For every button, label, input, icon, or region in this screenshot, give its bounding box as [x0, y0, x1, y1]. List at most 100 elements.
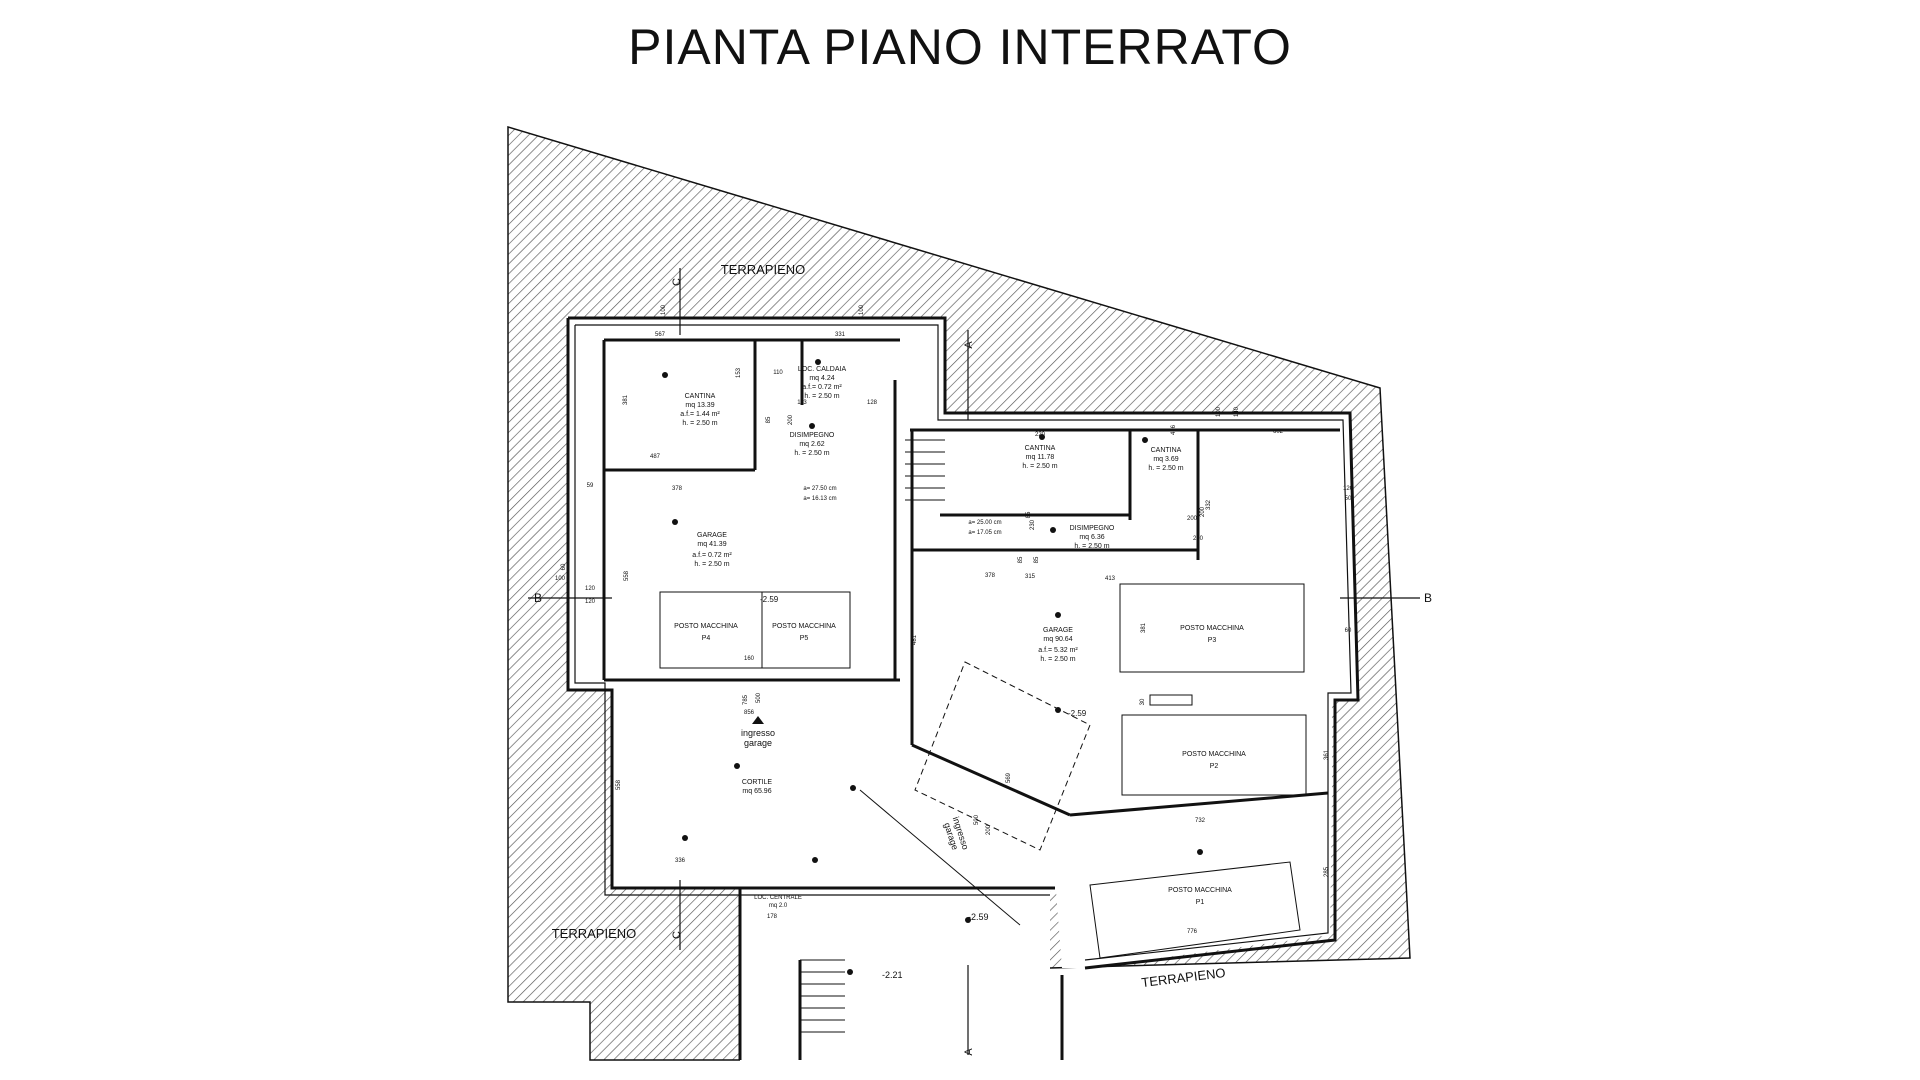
terrapieno-top-label: TERRAPIENO	[721, 262, 806, 277]
dimension-label: 200	[1187, 516, 1198, 522]
dimension-label: 500	[756, 692, 762, 703]
dimension-label: 785	[743, 694, 749, 705]
dimension-label: 567	[655, 332, 666, 338]
dimension-label: 120	[1343, 486, 1354, 492]
svg-text:h. = 2.50 m: h. = 2.50 m	[804, 393, 839, 400]
svg-text:h. = 2.50 m: h. = 2.50 m	[1040, 656, 1075, 663]
room-disimpegno-2: DISIMPEGNO mq 6.36 h. = 2.50 m	[1070, 525, 1115, 550]
svg-text:POSTO MACCHINA: POSTO MACCHINA	[1180, 625, 1244, 632]
svg-text:mq 2.62: mq 2.62	[799, 441, 824, 448]
svg-text:mq 41.39: mq 41.39	[697, 541, 726, 548]
dimension-label: 153	[736, 367, 742, 378]
dimension-label: 100	[555, 576, 566, 582]
dimension-label: 331	[835, 332, 846, 338]
dimension-label: 100	[661, 304, 667, 315]
svg-text:mq 90.64: mq 90.64	[1043, 636, 1072, 643]
dimension-label: 100	[1216, 406, 1222, 417]
section-c-bottom: C	[671, 931, 683, 939]
parking-p1-box	[1089, 861, 1301, 959]
svg-text:h. = 2.50 m: h. = 2.50 m	[1074, 543, 1109, 550]
dimension-label: 200	[788, 414, 794, 425]
terrapieno-left-label: TERRAPIENO	[552, 926, 637, 941]
svg-text:POSTO MACCHINA: POSTO MACCHINA	[1182, 751, 1246, 758]
level-2: -2.59	[1068, 709, 1087, 718]
ramp-outline	[914, 661, 1091, 851]
svg-text:a.f.= 0.72 m²: a.f.= 0.72 m²	[692, 552, 732, 559]
svg-text:mq 3.69: mq 3.69	[1153, 456, 1178, 463]
building-footprint	[568, 318, 1358, 995]
dimension-label: 285	[1324, 866, 1330, 877]
outer-walls	[566, 316, 1360, 1060]
room-cantina-1: CANTINA mq 13.39 a.f.= 1.44 m² h. = 2.50…	[680, 393, 720, 427]
dimension-label: 200	[1193, 536, 1204, 542]
entrance-garage-1: ingresso garage	[741, 716, 775, 748]
terrapieno-bottom-label: TERRAPIENO	[1141, 965, 1227, 990]
room-garage-2: GARAGE mq 90.64 a.f.= 5.32 m² h. = 2.50 …	[1038, 627, 1078, 663]
svg-text:DISIMPEGNO: DISIMPEGNO	[790, 432, 835, 439]
svg-text:P5: P5	[800, 635, 809, 642]
dimension-label: 85	[766, 416, 772, 423]
dimension-label: 315	[1025, 574, 1036, 580]
svg-text:ingresso: ingresso	[741, 728, 775, 738]
parking-p5: POSTO MACCHINA P5	[772, 623, 836, 642]
dimension-label: 200	[986, 824, 992, 835]
dimension-label: 378	[672, 486, 683, 492]
svg-text:mq 13.39: mq 13.39	[685, 402, 714, 409]
dimension-label: 487	[650, 454, 661, 460]
parking-p1: POSTO MACCHINA P1	[1168, 887, 1232, 906]
svg-text:mq 65.96: mq 65.96	[742, 788, 771, 795]
dimension-label: 378	[985, 573, 996, 579]
level-1: -2.59	[760, 595, 779, 604]
section-b-right: B	[1424, 591, 1432, 605]
dimension-label: 30	[1140, 698, 1146, 705]
dimension-label: 60	[1345, 628, 1352, 634]
svg-text:mq 11.78: mq 11.78	[1026, 454, 1055, 461]
stair-note-3: a= 25.00 cm	[968, 520, 1001, 526]
svg-text:POSTO MACCHINA: POSTO MACCHINA	[674, 623, 738, 630]
room-disimpegno-1: DISIMPEGNO mq 2.62 h. = 2.50 m	[790, 432, 835, 457]
svg-text:h. = 2.50 m: h. = 2.50 m	[1148, 465, 1183, 472]
svg-text:LOC. CALDAIA: LOC. CALDAIA	[798, 366, 847, 373]
parking-p3: POSTO MACCHINA P3	[1180, 625, 1244, 644]
dimension-label: 602	[1273, 429, 1284, 435]
parking-p4: POSTO MACCHINA P4	[674, 623, 738, 642]
dimension-label: 558	[616, 779, 622, 790]
stair-note-2: a= 16.13 cm	[803, 496, 836, 502]
svg-text:POSTO MACCHINA: POSTO MACCHINA	[1168, 887, 1232, 894]
svg-text:POSTO MACCHINA: POSTO MACCHINA	[772, 623, 836, 630]
dimension-label: 120	[585, 599, 596, 605]
svg-text:mq 2.0: mq 2.0	[769, 903, 788, 909]
pillar	[1149, 694, 1193, 706]
svg-text:a.f.= 0.72 m²: a.f.= 0.72 m²	[802, 384, 842, 391]
dimension-label: 436	[1171, 424, 1177, 435]
parking-p4-p5-box	[659, 591, 851, 669]
dimension-label: 140	[1234, 406, 1240, 417]
dimension-label: 59	[587, 483, 594, 489]
drawing-title: PIANTA PIANO INTERRATO	[628, 19, 1292, 75]
dimension-label: 569	[1006, 772, 1012, 783]
svg-text:P4: P4	[702, 635, 711, 642]
svg-text:P1: P1	[1196, 899, 1205, 906]
svg-text:h. = 2.50 m: h. = 2.50 m	[1022, 463, 1057, 470]
svg-text:CANTINA: CANTINA	[1025, 445, 1056, 452]
dimension-label: 381	[1141, 622, 1147, 633]
section-a-bottom: A	[963, 1048, 975, 1056]
level-4: -2.21	[882, 970, 903, 980]
svg-text:CANTINA: CANTINA	[1151, 447, 1182, 454]
dimension-label: 332	[1206, 499, 1212, 510]
svg-text:GARAGE: GARAGE	[1043, 627, 1073, 634]
dimension-label: 481	[912, 634, 918, 645]
dimension-label: 50	[1345, 496, 1352, 502]
inner-walls	[602, 338, 1340, 817]
stair-note-1: a= 27.50 cm	[803, 486, 836, 492]
dimension-label: 856	[744, 710, 755, 716]
room-loc-centrale: LOC. CENTRALE mq 2.0	[754, 895, 802, 909]
svg-text:garage: garage	[744, 738, 772, 748]
dimension-diagonal	[859, 789, 1021, 926]
dimension-label: 113	[797, 400, 807, 406]
svg-text:P2: P2	[1210, 763, 1219, 770]
svg-text:mq 4.24: mq 4.24	[809, 375, 834, 382]
dimension-label: 120	[585, 586, 596, 592]
stairs	[800, 439, 945, 1033]
